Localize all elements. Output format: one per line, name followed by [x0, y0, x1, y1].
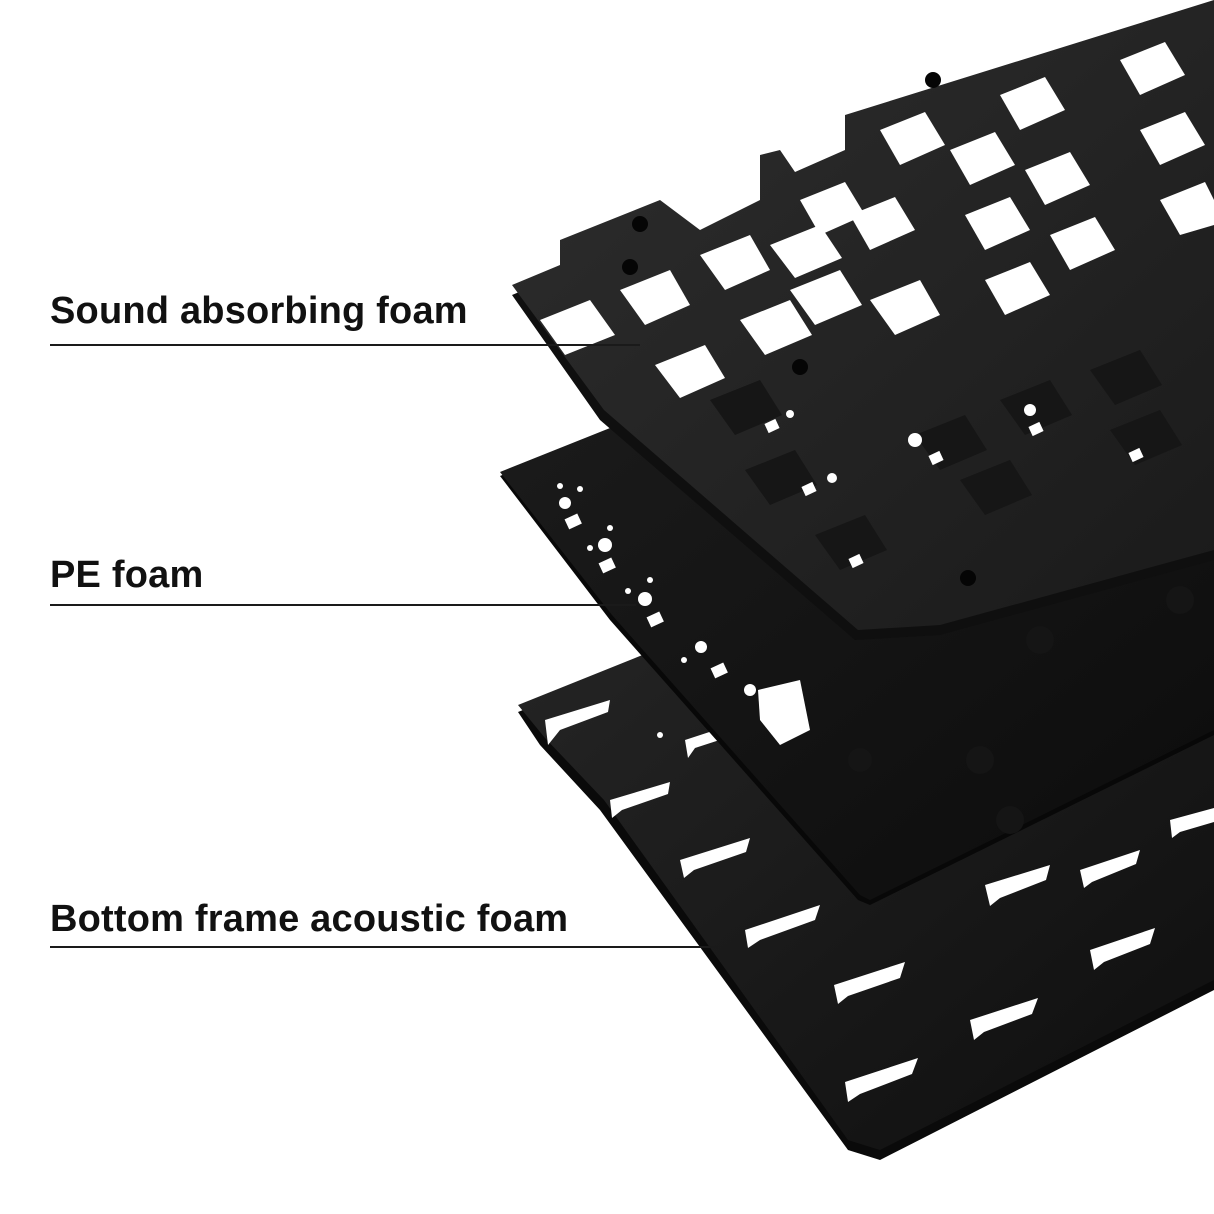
- sound-absorbing-foam-layer: [512, 0, 1214, 640]
- leader-line-pe-foam: [50, 604, 636, 606]
- callout-sound-absorbing-foam: Sound absorbing foam: [50, 292, 468, 330]
- callout-label: PE foam: [50, 554, 204, 596]
- leader-line-sound-absorbing-foam: [50, 344, 640, 346]
- callout-label: Sound absorbing foam: [50, 290, 468, 332]
- callout-label: Bottom frame acoustic foam: [50, 898, 569, 940]
- callout-pe-foam: PE foam: [50, 556, 203, 594]
- leader-line-bottom-frame-acoustic-foam: [50, 946, 718, 948]
- callout-bottom-frame-acoustic-foam: Bottom frame acoustic foam: [50, 900, 568, 938]
